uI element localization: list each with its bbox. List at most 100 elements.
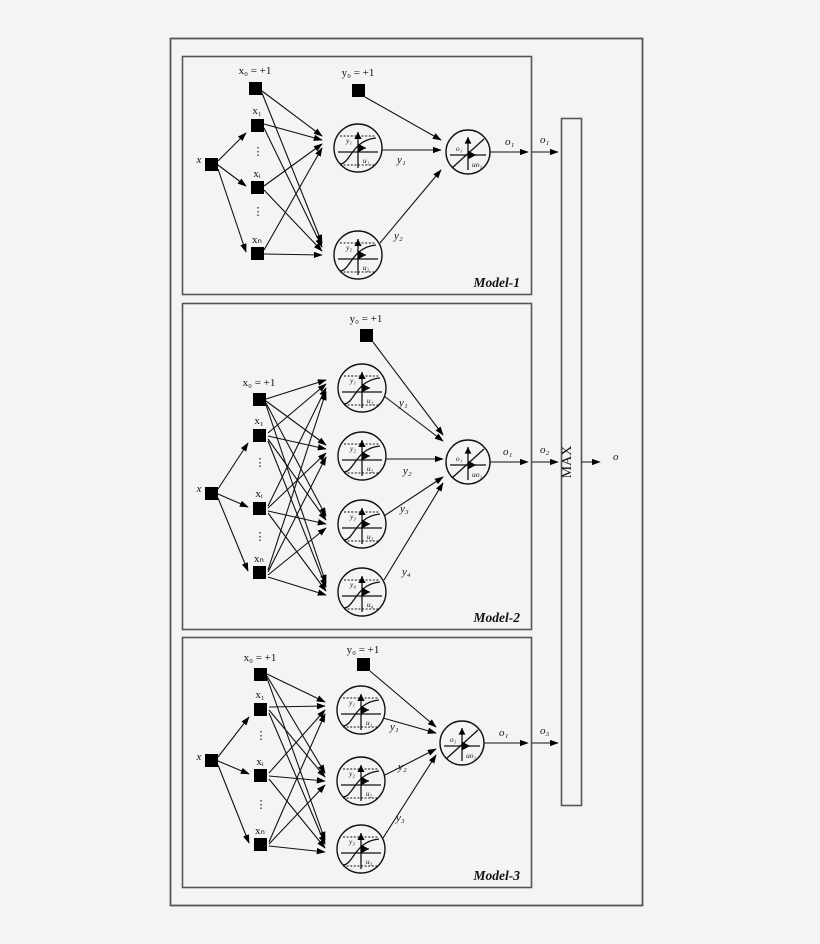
- model-1-input-node-2[interactable]: [251, 181, 264, 194]
- model-3-bias-input-node[interactable]: [254, 668, 267, 681]
- model-2-w-3-1: [267, 391, 327, 571]
- model-3-input-node-1[interactable]: [254, 703, 267, 716]
- model-2-bias-hidden-label: y₀ = +1: [350, 313, 383, 325]
- max-input-label-1: o₁: [540, 134, 550, 146]
- model-2-w-2-3: [267, 510, 327, 526]
- model-2-frame: [181, 302, 533, 631]
- model-2-hidden-neuron-4[interactable]: y₄ u₄: [337, 567, 387, 617]
- model-3-w-3-3: [268, 845, 326, 855]
- model-2-bias-edge-h4: [265, 404, 327, 584]
- model-2-hidden-3-h-label: u₃: [367, 532, 374, 541]
- model-2-y3-edge: [383, 476, 444, 517]
- model-2-input-fan-node[interactable]: [205, 487, 218, 500]
- model-1-panel[interactable]: Model-1 x₀ = +1 y₀ = +1 x x₁ ⋮ xᵢ ⋮ xₙ: [181, 55, 533, 296]
- outer-frame: [169, 37, 644, 907]
- model-1-bias-edge-h1: [261, 90, 323, 137]
- model-1-input-ellipsis-2: ⋮: [253, 206, 264, 218]
- model-3-fanout-edge-1: [217, 716, 250, 758]
- model-3-bias-edge-h2: [266, 675, 326, 774]
- model-3-bias-input-label: x₀ = +1: [244, 652, 277, 664]
- model-2-fanout-edge-2: [217, 493, 249, 508]
- model-3-hidden-2-h-label: u₂: [366, 789, 373, 798]
- model-1-output-neuron-h-label: uo₁: [472, 160, 483, 169]
- model-3-bias-edge-h3: [266, 677, 326, 841]
- model-3-y1-label: y₁: [389, 721, 399, 733]
- model-3-panel[interactable]: Model-3 y₀ = +1 x₀ = +1 x x₁ ⋮ xᵢ ⋮ xₙ: [181, 636, 533, 889]
- model-2-fanout-edge-1: [217, 442, 249, 490]
- model-3-hidden-bias-to-out: [369, 670, 437, 728]
- model-2-output-neuron-v-label: o₁: [456, 454, 463, 463]
- model-1-hidden-neuron-1[interactable]: y₁ u₁: [333, 123, 383, 173]
- model-2-input-fan-label: x: [196, 483, 202, 495]
- model-2-output-neuron[interactable]: o₁ uo₁: [445, 439, 491, 485]
- model-3-input-node-3[interactable]: [254, 838, 267, 851]
- model-2-y4-label: y₄: [401, 566, 411, 578]
- model-2-hidden-neuron-1[interactable]: y₁ u₁: [337, 363, 387, 413]
- model-2-label: Model-2: [473, 610, 521, 625]
- max-input-label-2: o₂: [540, 444, 550, 456]
- model-3-hidden-3-h-label: u₃: [366, 857, 373, 866]
- model-1-hidden-2-v-label: y₂: [345, 243, 352, 252]
- model-3-hidden-neuron-1[interactable]: y₁ u₁: [336, 685, 386, 735]
- model-2-w-3-3: [267, 527, 327, 576]
- model-2-y4-edge: [383, 482, 444, 581]
- model-2-bias-input-node[interactable]: [253, 393, 266, 406]
- model-2-w-2-1: [267, 387, 327, 507]
- model-1-hidden-2-h-label: u₂: [363, 263, 370, 272]
- model-3-input-label-1: x₁: [255, 689, 265, 701]
- model-2-w-3-2: [267, 456, 327, 573]
- model-1-hidden-neuron-2[interactable]: y₂ u₂: [333, 230, 383, 280]
- model-2-hidden-2-h-label: u₂: [367, 464, 374, 473]
- model-1-hidden-1-v-label: y₁: [345, 136, 352, 145]
- model-2-input-node-2[interactable]: [253, 502, 266, 515]
- model-2-hidden-neuron-2[interactable]: y₂ u₂: [337, 431, 387, 481]
- model-1-output-label: o₁: [505, 136, 515, 148]
- model-3-input-label-2: xᵢ: [256, 756, 264, 768]
- model-1-input-label-2: xᵢ: [253, 168, 261, 180]
- model-3-input-fan-node[interactable]: [205, 754, 218, 767]
- model-3-y3-label: y₃: [395, 812, 405, 824]
- model-3-label: Model-3: [473, 868, 521, 883]
- model-3-input-node-2[interactable]: [254, 769, 267, 782]
- model-1-hidden-bias-node[interactable]: [352, 84, 365, 97]
- model-2-hidden-4-h-label: u₄: [367, 600, 374, 609]
- model-2-fanout-edge-3: [217, 497, 249, 572]
- model-2-input-node-1[interactable]: [253, 429, 266, 442]
- model-1-input-fan-node[interactable]: [205, 158, 218, 171]
- model-1-frame: [181, 55, 533, 296]
- model-2-input-node-3[interactable]: [253, 566, 266, 579]
- model-3-hidden-bias-node[interactable]: [357, 658, 370, 671]
- max-block-label: MAX: [560, 446, 575, 479]
- model-1-y2-label: y₂: [393, 230, 403, 242]
- model-1-input-ellipsis-1: ⋮: [253, 146, 264, 158]
- model-2-input-ellipsis-1: ⋮: [255, 457, 266, 469]
- model-1-bias-input-node[interactable]: [249, 82, 262, 95]
- model-2-bias-input-label: x₀ = +1: [243, 377, 276, 389]
- model-1-hidden-1-h-label: u₁: [363, 156, 370, 165]
- model-3-hidden-3-v-label: y₃: [348, 837, 355, 846]
- model-3-hidden-1-v-label: y₁: [348, 698, 355, 707]
- model-3-frame: [181, 636, 533, 889]
- model-1-w-2-1: [263, 143, 323, 187]
- model-3-output-neuron[interactable]: o₁ uo₁: [439, 720, 485, 766]
- model-3-fanout-edge-3: [217, 764, 250, 844]
- model-3-y2-edge: [384, 748, 437, 776]
- model-3-hidden-1-h-label: u₁: [366, 718, 373, 727]
- model-3-hidden-neuron-2[interactable]: y₂ u₂: [336, 756, 386, 806]
- model-1-output-neuron-v-label: o₁: [456, 144, 463, 153]
- model-2-hidden-bias-to-out: [372, 341, 444, 436]
- model-1-fanout-edge-1: [217, 132, 247, 162]
- model-3-w-3-1: [268, 713, 326, 843]
- model-2-hidden-3-v-label: y₃: [349, 512, 356, 521]
- model-2-hidden-neuron-3[interactable]: y₃ u₃: [337, 499, 387, 549]
- model-1-input-node-3[interactable]: [251, 247, 264, 260]
- model-1-output-neuron[interactable]: o₁ uo₁: [445, 129, 491, 175]
- model-3-output-label: o₁: [499, 727, 509, 739]
- model-2-input-label-3: xₙ: [254, 553, 264, 565]
- model-3-hidden-neuron-3[interactable]: y₃ u₃: [336, 824, 386, 874]
- model-2-panel[interactable]: Model-2 y₀ = +1 x₀ = +1 x x₁ ⋮ xᵢ ⋮ xₙ: [181, 302, 533, 631]
- model-2-hidden-2-v-label: y₂: [349, 444, 356, 453]
- model-2-hidden-bias-node[interactable]: [360, 329, 373, 342]
- model-1-input-node-1[interactable]: [251, 119, 264, 132]
